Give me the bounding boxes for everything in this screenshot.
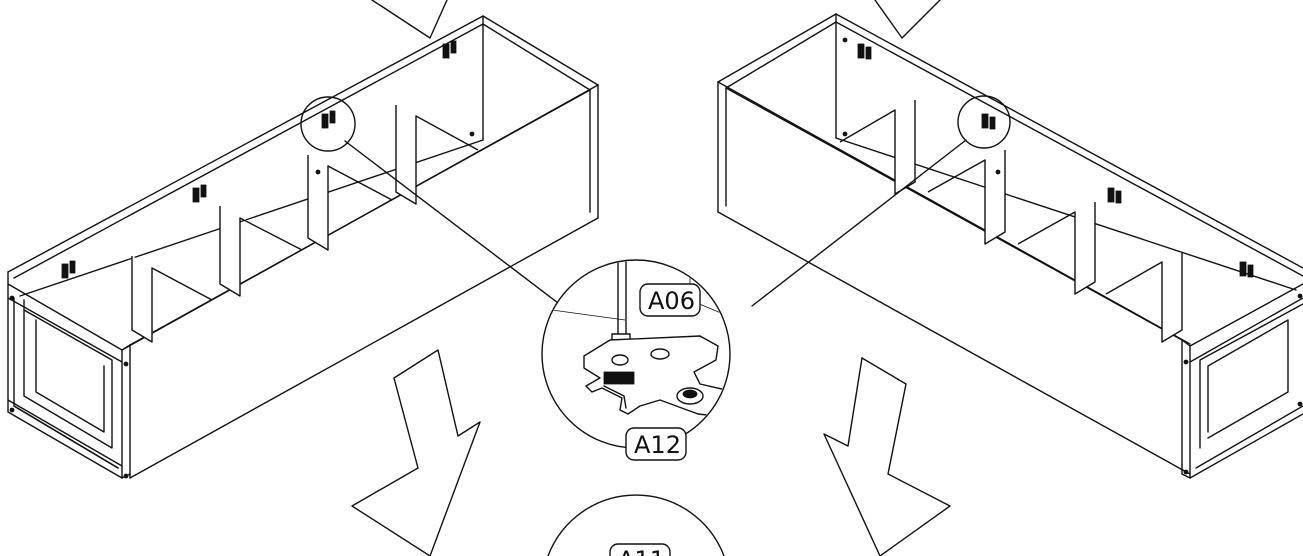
- detail-circle-lower: A11: [547, 494, 725, 556]
- callout-label-a12-text: A12: [634, 431, 681, 459]
- detail-magnified-hinge: [541, 259, 731, 449]
- callout-label-a06: A06: [639, 283, 701, 317]
- leader-line-right: [751, 139, 967, 307]
- right-cabinet: [717, 13, 1303, 479]
- callout-label-a11-text: A11: [618, 546, 665, 556]
- arrow-down-left: [351, 349, 481, 556]
- callout-label-a06-text: A06: [648, 287, 695, 315]
- arrow-top-right: [874, 0, 941, 39]
- callout-label-a12: A12: [625, 427, 687, 461]
- left-cabinet: [7, 15, 599, 479]
- arrow-down-right: [823, 357, 951, 556]
- arrow-top-left: [371, 0, 448, 39]
- leader-line-left: [344, 140, 563, 307]
